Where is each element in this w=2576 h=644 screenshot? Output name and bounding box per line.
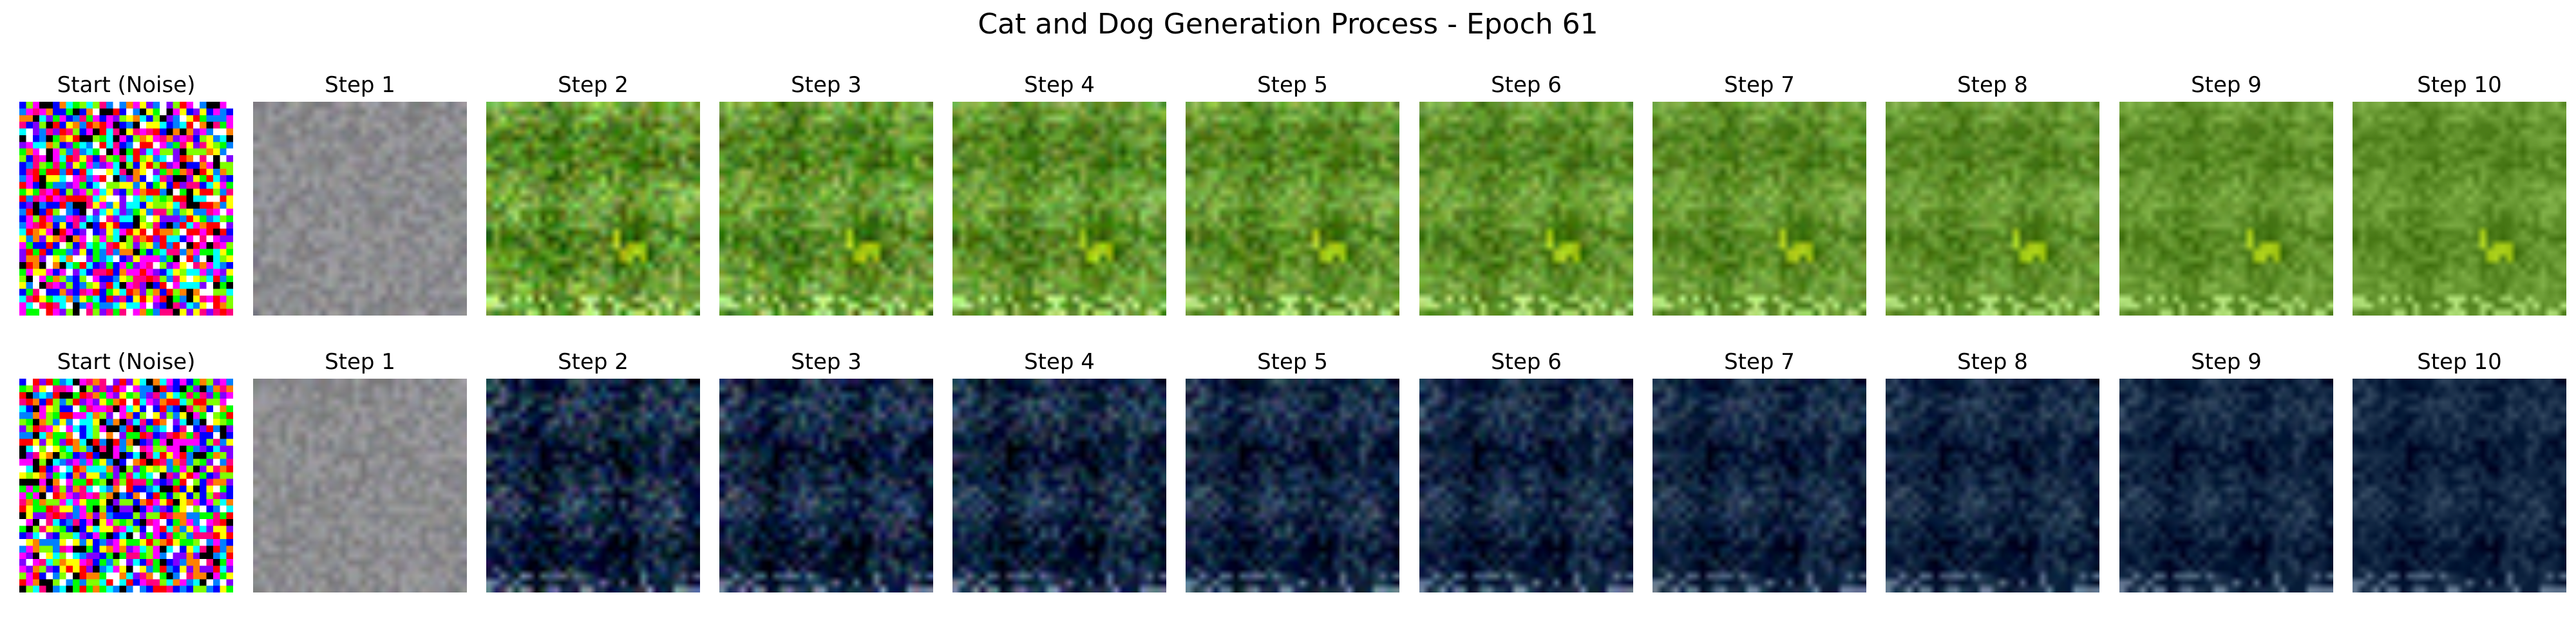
generation-row-2: Start (Noise) Step 1 Step 2 Step 3 Step 4 Ste… xyxy=(0,348,2576,592)
generated-image xyxy=(952,102,1166,316)
panel-step-7: Step 7 xyxy=(1653,348,1866,592)
panel-label: Start (Noise) xyxy=(57,349,196,375)
panel-step-10: Step 10 xyxy=(2353,71,2566,316)
panel-step-1: Step 1 xyxy=(253,348,467,592)
panel-step-3: Step 3 xyxy=(719,348,933,592)
panel-step-8: Step 8 xyxy=(1886,71,2099,316)
panel-label: Step 9 xyxy=(2191,349,2262,375)
generated-image xyxy=(2353,379,2566,592)
panel-label: Step 1 xyxy=(325,72,395,98)
generated-image xyxy=(952,379,1166,592)
panel-label: Step 1 xyxy=(325,349,395,375)
panel-label: Step 8 xyxy=(1957,349,2028,375)
panel-step-4: Step 4 xyxy=(952,71,1166,316)
panel-step-10: Step 10 xyxy=(2353,348,2566,592)
figure-title: Cat and Dog Generation Process - Epoch 6… xyxy=(978,8,1598,41)
panel-step-9: Step 9 xyxy=(2119,71,2333,316)
generated-image xyxy=(1186,102,1399,316)
generated-image xyxy=(486,102,700,316)
generated-image xyxy=(1886,102,2099,316)
generated-image xyxy=(1419,102,1633,316)
generated-image xyxy=(486,379,700,592)
panel-step-2: Step 2 xyxy=(486,348,700,592)
generated-image xyxy=(1886,379,2099,592)
generated-image xyxy=(2119,379,2333,592)
generated-image xyxy=(719,379,933,592)
panel-step-4: Step 4 xyxy=(952,348,1166,592)
generated-image xyxy=(253,102,467,316)
panel-label: Step 6 xyxy=(1491,349,1562,375)
panel-step-5: Step 5 xyxy=(1186,71,1399,316)
panel-label: Step 8 xyxy=(1957,72,2028,98)
panel-start-noise: Start (Noise) xyxy=(19,348,233,592)
panel-step-1: Step 1 xyxy=(253,71,467,316)
panel-label: Step 3 xyxy=(791,349,862,375)
generated-image xyxy=(1419,379,1633,592)
panel-label: Start (Noise) xyxy=(57,72,196,98)
panel-label: Step 9 xyxy=(2191,72,2262,98)
panel-step-2: Step 2 xyxy=(486,71,700,316)
generated-image xyxy=(253,379,467,592)
panel-label: Step 5 xyxy=(1257,349,1328,375)
panel-step-7: Step 7 xyxy=(1653,71,1866,316)
panel-label: Step 2 xyxy=(558,349,629,375)
generated-image xyxy=(1186,379,1399,592)
panel-step-9: Step 9 xyxy=(2119,348,2333,592)
panel-label: Step 2 xyxy=(558,72,629,98)
generated-image xyxy=(1653,379,1866,592)
panel-label: Step 10 xyxy=(2417,72,2502,98)
panel-step-5: Step 5 xyxy=(1186,348,1399,592)
panel-label: Step 3 xyxy=(791,72,862,98)
generated-image xyxy=(719,102,933,316)
panel-step-6: Step 6 xyxy=(1419,348,1633,592)
generated-image xyxy=(19,379,233,592)
panel-label: Step 5 xyxy=(1257,72,1328,98)
panel-label: Step 6 xyxy=(1491,72,1562,98)
generated-image xyxy=(19,102,233,316)
panel-label: Step 7 xyxy=(1724,72,1795,98)
panel-start-noise: Start (Noise) xyxy=(19,71,233,316)
panel-label: Step 7 xyxy=(1724,349,1795,375)
generation-row-1: Start (Noise) Step 1 Step 2 Step 3 Step 4 Ste… xyxy=(0,71,2576,316)
panel-step-8: Step 8 xyxy=(1886,348,2099,592)
generated-image xyxy=(1653,102,1866,316)
panel-label: Step 10 xyxy=(2417,349,2502,375)
generated-image xyxy=(2353,102,2566,316)
panel-step-6: Step 6 xyxy=(1419,71,1633,316)
generated-image xyxy=(2119,102,2333,316)
panel-label: Step 4 xyxy=(1024,349,1095,375)
panel-step-3: Step 3 xyxy=(719,71,933,316)
panel-label: Step 4 xyxy=(1024,72,1095,98)
